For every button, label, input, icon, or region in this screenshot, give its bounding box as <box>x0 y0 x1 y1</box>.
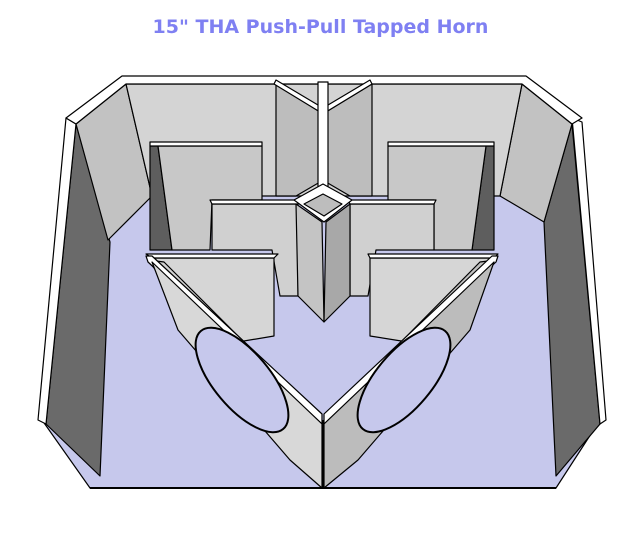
center-post <box>317 81 329 201</box>
right-inner-wall-edge <box>387 141 495 147</box>
left-port-opening <box>194 326 290 434</box>
middle-right-shelf-edge <box>347 199 437 205</box>
center-v-right-face <box>323 203 351 323</box>
left-inner-wall-edge <box>149 141 263 147</box>
right-port-opening <box>356 326 452 434</box>
center-back-v-edge <box>273 79 373 113</box>
front-left-panel-edge <box>145 253 279 259</box>
back-top-rim <box>65 75 583 125</box>
middle-left-shelf-edge <box>209 199 301 205</box>
center-v-top-inner <box>303 193 343 217</box>
page-title: 15" THA Push-Pull Tapped Horn <box>152 16 489 38</box>
front-right-panel-edge <box>367 253 499 259</box>
